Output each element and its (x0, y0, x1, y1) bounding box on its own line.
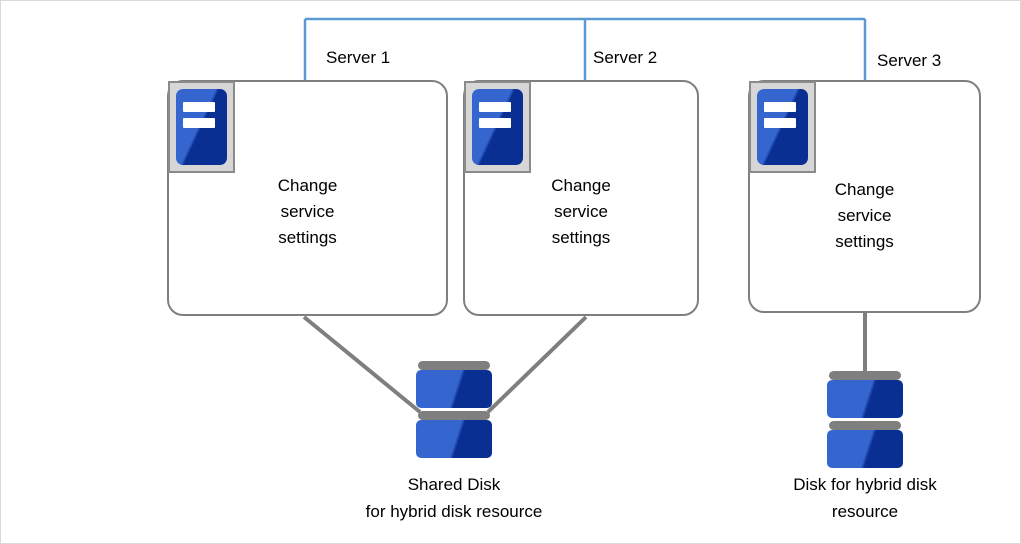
server-icon (464, 81, 531, 173)
disk-icon-server3[interactable] (827, 371, 903, 468)
server-box-text-2: Change service settings (551, 176, 611, 247)
disk-icon-shared[interactable] (416, 361, 492, 458)
network-bus-icon (303, 17, 867, 81)
connector-server2-shared-disk (486, 315, 588, 414)
server-icon (749, 81, 816, 173)
connector-server1-shared-disk (302, 315, 422, 414)
server-box-2[interactable]: Change service settings (463, 80, 699, 316)
server-box-1[interactable]: Change service settings (167, 80, 448, 316)
server-box-text-1: Change service settings (277, 176, 338, 247)
server-label-1: Server 1 (326, 48, 391, 67)
server-box-3[interactable]: Change service settings (748, 80, 981, 313)
server-label-2: Server 2 (593, 48, 658, 67)
disk-caption-shared: Shared Disk for hybrid disk resource (365, 475, 543, 521)
disk-caption-server3: Disk for hybrid disk resource (793, 475, 937, 521)
server-icon (168, 81, 235, 173)
server-box-text-3: Change service settings (834, 180, 895, 251)
server-label-3: Server 3 (877, 51, 942, 70)
